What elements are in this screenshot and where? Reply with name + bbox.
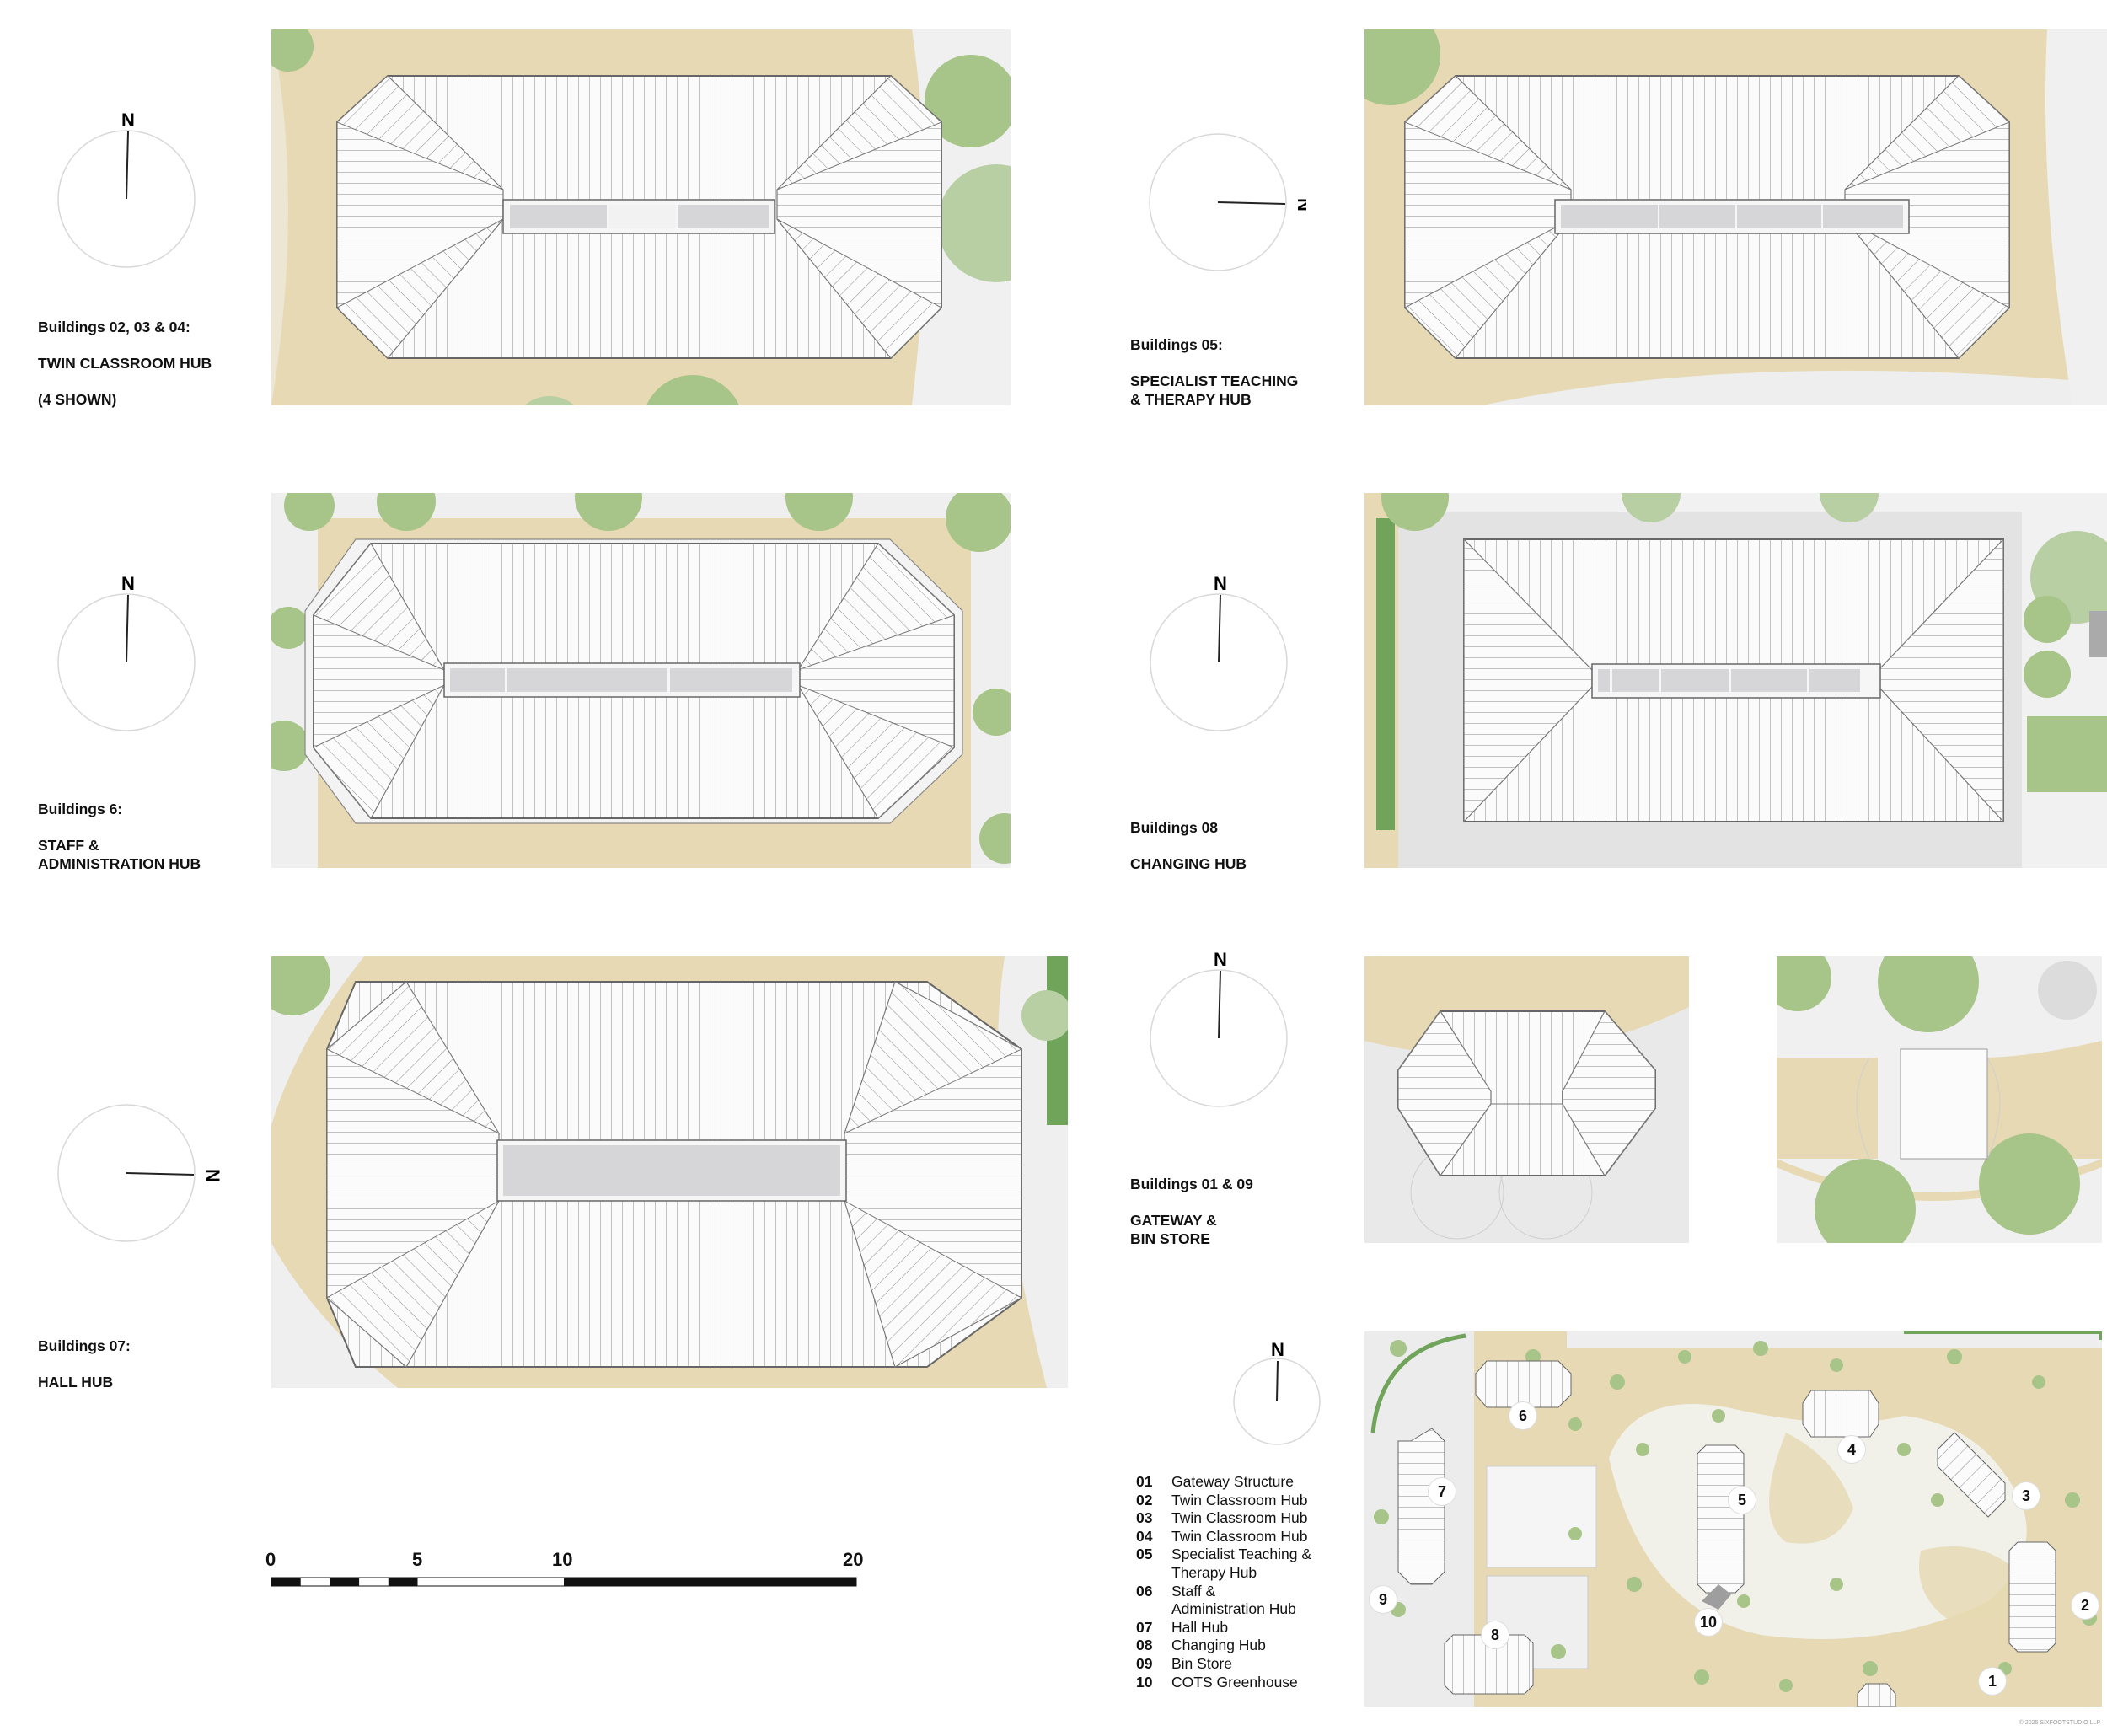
legend-number: 10 [1136,1673,1153,1690]
site-marker-6: 6 [1509,1402,1536,1429]
legend-text: Specialist Teaching & Therapy Hub [1171,1546,1312,1581]
label-b020304-title: Buildings 02, 03 & 04: [38,319,190,335]
label-b05-name: SPECIALIST TEACHING & THERAPY HUB [1130,372,1299,408]
plan-changing-hub [1364,493,2107,868]
compass-letter: N [1271,1339,1284,1360]
legend-item: 02 Twin Classroom Hub [1136,1492,1340,1510]
site-plan: 1 2 3 4 5 6 7 8 9 10 [1364,1331,2102,1707]
legend-text: Hall Hub [1171,1618,1229,1636]
legend-text: Gateway Structure [1171,1473,1294,1490]
compass-letter: N [1294,198,1306,212]
scale-tick-0: 0 [265,1549,276,1570]
label-b0109-title: Buildings 01 & 09 [1130,1176,1253,1192]
label-b05-title: Buildings 05: [1130,336,1223,353]
north-arrow-site: N [1230,1336,1323,1445]
legend-text: Staff & Administration Hub [1171,1582,1296,1618]
legend-number: 04 [1136,1527,1153,1545]
legend-item: 06 Staff & Administration Hub [1136,1583,1340,1619]
compass-letter: N [1214,949,1227,970]
legend-number: 09 [1136,1654,1153,1672]
site-marker-10: 10 [1695,1609,1722,1636]
legend-text: Twin Classroom Hub [1171,1527,1308,1545]
legend-text: Twin Classroom Hub [1171,1491,1308,1508]
site-marker-9: 9 [1370,1586,1397,1613]
legend-item: 04 Twin Classroom Hub [1136,1528,1340,1546]
north-arrow-b06: N [56,570,199,738]
scale-tick-10: 10 [552,1549,573,1570]
legend-item: 10 COTS Greenhouse [1136,1674,1340,1692]
label-b0109-name: GATEWAY & BIN STORE [1130,1212,1217,1247]
compass-letter: N [121,110,135,131]
site-marker-8: 8 [1482,1621,1509,1648]
site-marker-3: 3 [2013,1482,2040,1509]
plan-staff-admin-hub [271,493,1011,868]
legend-item: 05 Specialist Teaching & Therapy Hub [1136,1546,1340,1582]
legend-item: 01 Gateway Structure [1136,1473,1340,1492]
legend-number: 02 [1136,1491,1153,1508]
scale-bar: 0 5 10 20 [265,1549,877,1599]
label-b07-name: HALL HUB [38,1374,114,1390]
north-arrow-b0109: N [1150,946,1293,1114]
label-b06-title: Buildings 6: [38,801,123,817]
legend-number: 05 [1136,1546,1153,1563]
site-marker-5: 5 [1729,1487,1756,1514]
legend-text: COTS Greenhouse [1171,1673,1298,1690]
legend-item: 07 Hall Hub [1136,1619,1340,1637]
compass-letter: N [121,573,135,594]
legend-text: Changing Hub [1171,1637,1266,1654]
label-b08-name: CHANGING HUB [1130,855,1247,872]
legend-item: 09 Bin Store [1136,1655,1340,1674]
legend-number: 08 [1136,1637,1153,1654]
legend-number: 07 [1136,1618,1153,1636]
north-arrow-b08: N [1150,570,1293,738]
north-arrow-b05: N [1146,126,1315,278]
plan-gateway-structure [1364,956,1689,1243]
site-marker-4: 4 [1838,1436,1865,1463]
legend-text: Twin Classroom Hub [1171,1509,1308,1527]
label-b08-title: Buildings 08 [1130,819,1219,836]
legend-item: 08 Changing Hub [1136,1637,1340,1655]
plan-hall-hub [271,956,1068,1388]
compass-letter: N [1214,573,1227,594]
plan-specialist-teaching-hub [1364,29,2107,405]
label-b020304-note: (4 SHOWN) [38,391,117,408]
plan-bin-store [1777,956,2102,1243]
scale-tick-20: 20 [843,1549,864,1570]
legend-number: 01 [1136,1473,1153,1490]
legend-number: 03 [1136,1509,1153,1527]
north-arrow-b020304: N [56,106,199,275]
site-marker-2: 2 [2072,1592,2099,1619]
plan-twin-classroom-hub [271,29,1011,405]
compass-letter: N [202,1169,223,1182]
label-b020304-name: TWIN CLASSROOM HUB [38,355,212,372]
label-b07-title: Buildings 07: [38,1337,131,1354]
site-marker-7: 7 [1429,1478,1456,1505]
scale-tick-5: 5 [412,1549,423,1570]
north-arrow-b07: N [56,1104,224,1247]
legend-number: 06 [1136,1582,1153,1599]
label-b06-name: STAFF & ADMINISTRATION HUB [38,837,201,872]
copyright: © 2025 SIXFOOTSTUDIO LLP [2019,1720,2100,1726]
legend-item: 03 Twin Classroom Hub [1136,1509,1340,1528]
site-marker-1: 1 [1979,1668,2006,1695]
legend-text: Bin Store [1171,1654,1232,1672]
